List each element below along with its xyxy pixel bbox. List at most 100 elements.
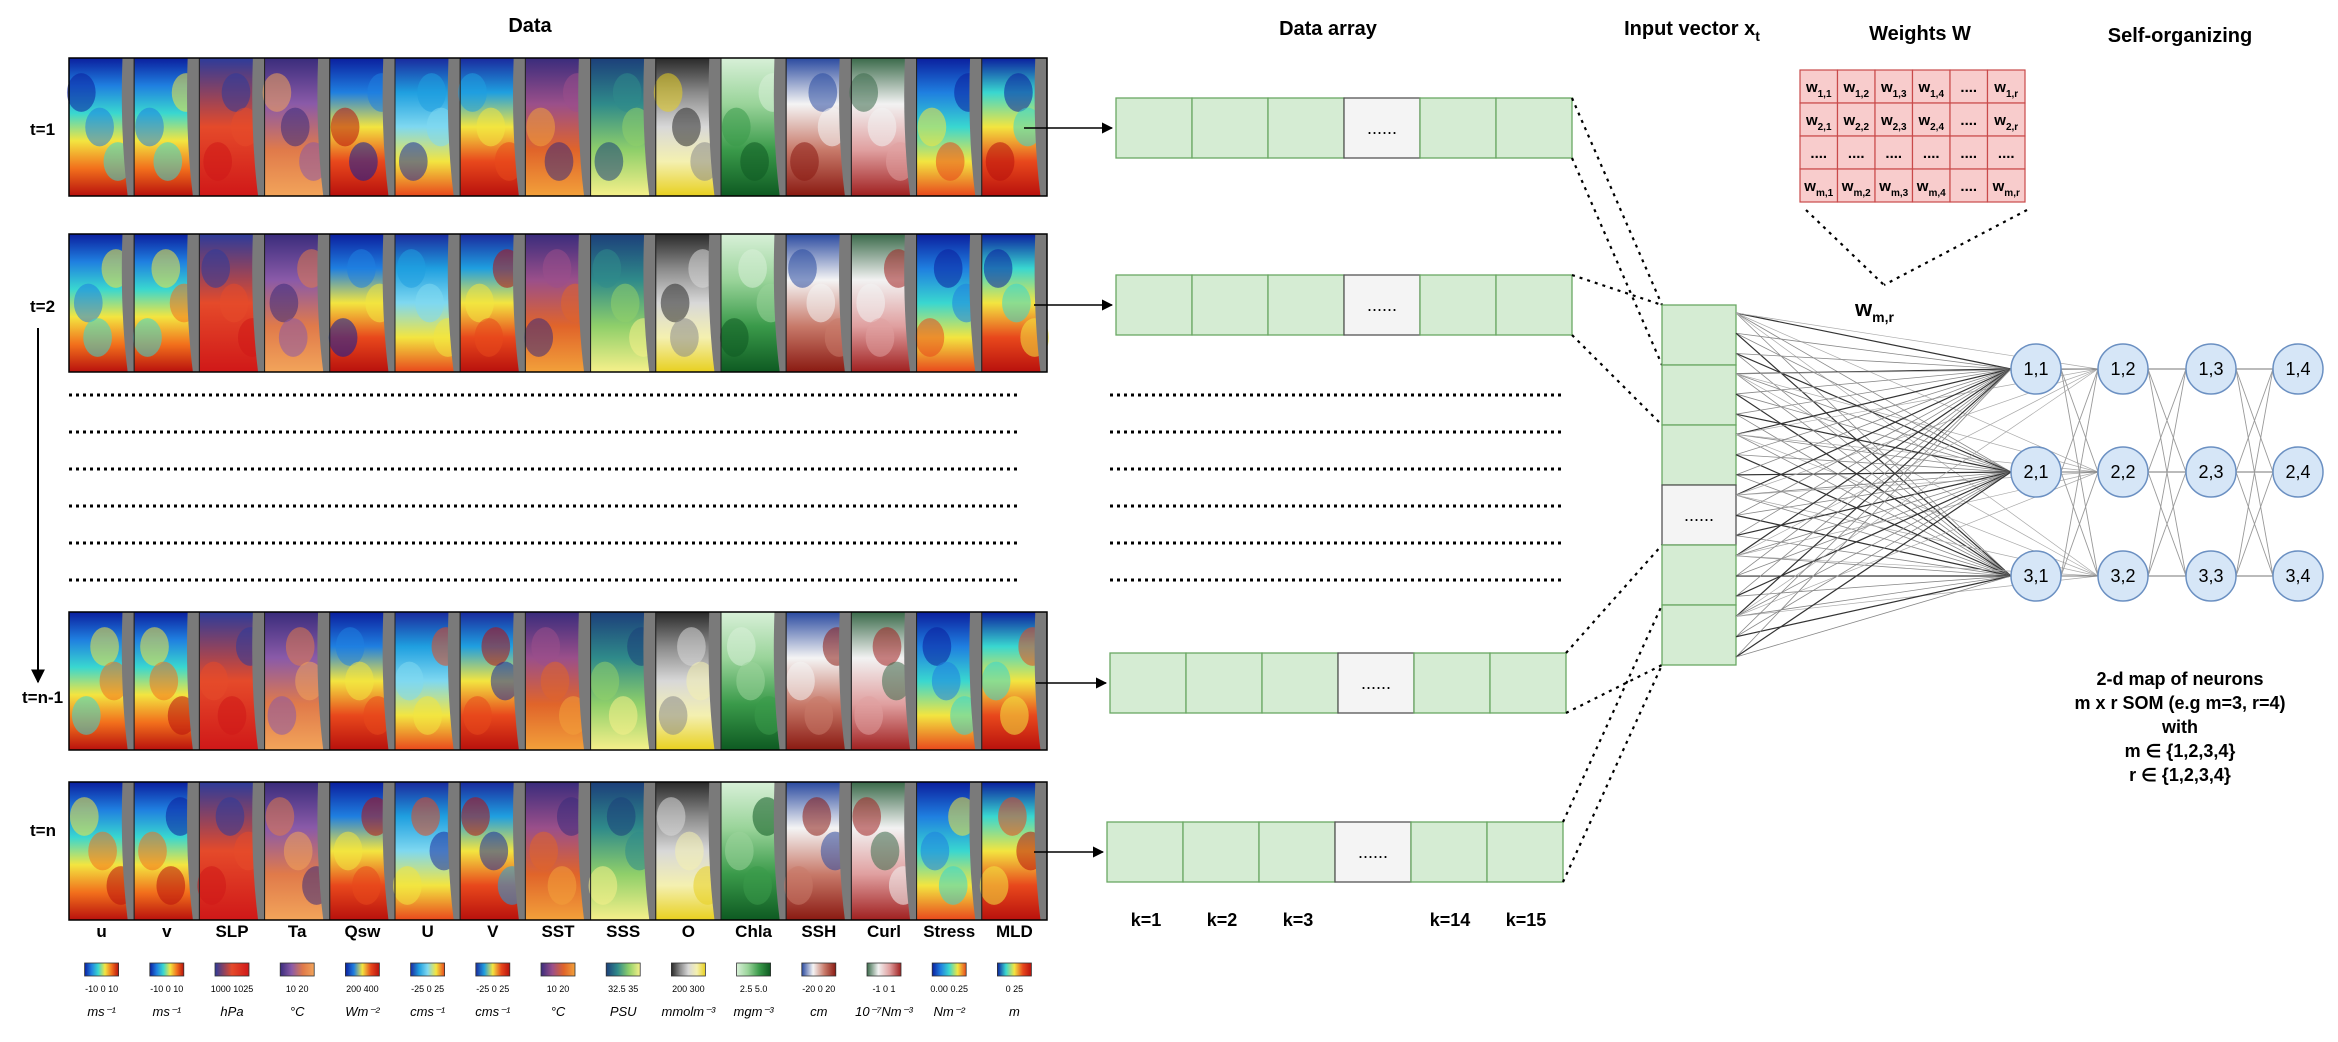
array-cell xyxy=(1261,652,1339,714)
map-tile-ta xyxy=(264,233,331,373)
connection-line xyxy=(1735,575,2012,617)
connection-line xyxy=(1735,434,2012,577)
map-tile-u xyxy=(66,57,135,197)
colorbar-mld: 0 25m xyxy=(997,962,1032,1019)
neuron-1-4: 1,4 xyxy=(2272,343,2324,395)
array-cell xyxy=(1185,652,1263,714)
dotted-link xyxy=(1571,334,1663,426)
input-cell xyxy=(1661,424,1737,486)
neuron-edge xyxy=(2060,471,2099,577)
connection-line xyxy=(1735,368,2099,617)
neuron-1-1: 1,1 xyxy=(2010,343,2062,395)
map-strip-frame xyxy=(68,781,1048,921)
map-tile-v xyxy=(133,781,200,921)
wmr-text: wm,r xyxy=(1854,296,1894,325)
weight-label: w1,r xyxy=(1993,79,2018,100)
map-tile-sss xyxy=(590,233,658,373)
weight-cell xyxy=(1799,168,1839,203)
colorbar-unit: 10⁻⁷Nm⁻³ xyxy=(855,1004,913,1019)
colorbar-unit: cms⁻¹ xyxy=(410,1004,446,1019)
array-cell-ellipsis xyxy=(1334,821,1412,883)
map-tile-sss xyxy=(590,611,657,751)
input-dots-text: ...... xyxy=(1684,505,1714,525)
variable-label-o: O xyxy=(682,922,695,941)
map-tile-slp xyxy=(198,611,266,751)
connection-line xyxy=(1735,373,2099,577)
map-tile-v xyxy=(459,611,526,751)
weight-label: .... xyxy=(1848,145,1865,162)
map-tile-mld xyxy=(981,57,1048,197)
som-text-line: 2-d map of neurons xyxy=(2096,669,2263,689)
weight-cell xyxy=(1949,69,1989,104)
map-tile-mld xyxy=(981,233,1050,373)
dotted-link xyxy=(1561,604,1664,823)
map-tile-u xyxy=(68,611,135,751)
map-tile-stress xyxy=(916,611,983,751)
weight-label: .... xyxy=(1810,145,1827,162)
data-arrays: ........................ xyxy=(1106,97,1573,883)
dotted-link xyxy=(1565,664,1663,714)
neuron-label: 2,4 xyxy=(2285,462,2310,482)
variable-label-sst: SST xyxy=(541,922,575,941)
weight-cell xyxy=(1799,69,1839,104)
neuron-label: 1,4 xyxy=(2285,359,2310,379)
map-tile-sss xyxy=(590,57,657,197)
colorbar-unit: °C xyxy=(290,1004,305,1019)
dotted-link xyxy=(1571,273,1663,307)
map-tile-v xyxy=(133,233,200,373)
weight-label: w2,2 xyxy=(1842,112,1869,133)
input-cell xyxy=(1661,544,1737,606)
time-label-t1: t=1 xyxy=(30,120,55,139)
map-tile-o xyxy=(653,57,722,197)
weight-label: wm,4 xyxy=(1916,178,1946,199)
connection-line xyxy=(1735,368,2012,516)
row-arrows xyxy=(1024,122,1114,858)
connection-line xyxy=(1735,368,2012,658)
input-cell xyxy=(1661,304,1737,366)
map-tile-ssh xyxy=(785,233,854,373)
array-cell xyxy=(1115,274,1193,336)
map-tile-u xyxy=(394,233,463,373)
connection-line xyxy=(1735,413,2012,577)
connection-line xyxy=(1735,471,2012,658)
colorbar-ta: 10 20°C xyxy=(279,962,315,1019)
map-tile-u xyxy=(68,781,136,921)
dotted-link xyxy=(1570,97,1664,306)
variable-label-v: v xyxy=(162,922,172,941)
weight-label: w2,1 xyxy=(1805,112,1832,133)
map-tile-o xyxy=(655,233,722,373)
connection-line xyxy=(1735,312,2012,370)
connection-line xyxy=(1735,368,2012,415)
neuron-3-3: 3,3 xyxy=(2185,550,2237,602)
variable-label-mld: MLD xyxy=(996,922,1033,941)
map-tile-slp xyxy=(198,57,266,197)
connection-line xyxy=(1735,312,2012,577)
colorbar-ticks: 0.00 0.25 xyxy=(930,984,968,994)
header-data: Data xyxy=(508,15,552,37)
map-tile-sst xyxy=(524,233,592,373)
connection-line xyxy=(1735,368,2012,597)
map-tile-qsw xyxy=(329,611,396,751)
map-tile-v xyxy=(459,781,527,921)
map-tile-u xyxy=(392,781,461,921)
colorbar-unit: °C xyxy=(551,1004,566,1019)
array-cell xyxy=(1489,652,1567,714)
variable-label-curl: Curl xyxy=(867,922,901,941)
connection-line xyxy=(1735,474,2012,577)
colorbar-ticks: -25 0 25 xyxy=(411,984,444,994)
weight-label: .... xyxy=(1998,145,2015,162)
array-cell-ellipsis xyxy=(1337,652,1415,714)
k-label: k=3 xyxy=(1283,910,1314,930)
map-tile-sst xyxy=(524,611,592,751)
neuron-label: 2,3 xyxy=(2198,462,2223,482)
connection-line xyxy=(1735,368,2012,536)
